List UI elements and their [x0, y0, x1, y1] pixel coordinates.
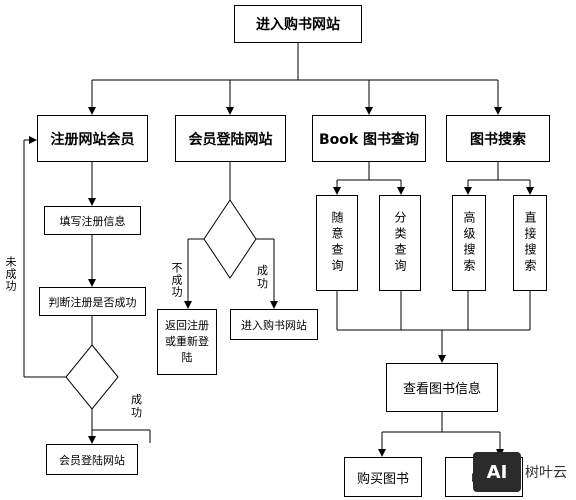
register-node: 注册网站会员: [37, 115, 148, 162]
direct-search-label: 直接搜索: [523, 211, 537, 275]
view-info-label: 查看图书信息: [402, 382, 481, 397]
check-register-label: 判断注册是否成功: [48, 295, 137, 309]
fill-info-node: 填写注册信息: [44, 206, 141, 235]
login-label: 会员登陆网站: [188, 131, 273, 148]
login-fail-result-label: 返回注册或重新登陆: [165, 319, 209, 364]
buy-node: 购买图书: [344, 457, 422, 497]
random-query-node: 随意查询: [316, 195, 358, 291]
advanced-search-label: 高级搜索: [462, 211, 476, 275]
register-success-label: 成功: [131, 393, 142, 419]
register-fail-label: 未成功: [4, 256, 17, 292]
advanced-search-node: 高级搜索: [452, 195, 486, 291]
register-label: 注册网站会员: [50, 131, 135, 148]
view-info-node: 查看图书信息: [386, 363, 498, 412]
book-query-label: Book 图书查询: [318, 131, 420, 148]
direct-search-node: 直接搜索: [513, 195, 547, 291]
register-result-node: 会员登陆网站: [46, 444, 138, 475]
login-success-result-label: 进入购书网站: [241, 318, 307, 332]
book-query-node: Book 图书查询: [312, 115, 426, 162]
watermark: AI 树叶云: [473, 452, 576, 492]
login-fail-label: 不成功: [170, 262, 183, 298]
fill-info-label: 填写注册信息: [59, 214, 126, 228]
book-search-node: 图书搜索: [446, 115, 550, 162]
login-success-result-node: 进入购书网站: [230, 309, 318, 340]
category-query-node: 分类查询: [379, 195, 421, 291]
category-query-label: 分类查询: [393, 211, 407, 275]
login-success-label: 成功: [257, 264, 268, 290]
start-node: 进入购书网站: [234, 5, 362, 43]
register-result-label: 会员登陆网站: [59, 453, 125, 467]
random-query-label: 随意查询: [330, 211, 344, 275]
start-label: 进入购书网站: [256, 17, 340, 33]
check-register-node: 判断注册是否成功: [39, 287, 146, 316]
login-node: 会员登陆网站: [175, 115, 286, 162]
watermark-logo-icon: AI: [473, 452, 521, 492]
watermark-badge-text: AI: [486, 461, 508, 483]
watermark-text: 树叶云: [525, 465, 567, 481]
buy-label: 购买图书: [356, 471, 409, 487]
book-search-label: 图书搜索: [470, 131, 526, 148]
login-fail-result-node: 返回注册或重新登陆: [157, 309, 217, 375]
